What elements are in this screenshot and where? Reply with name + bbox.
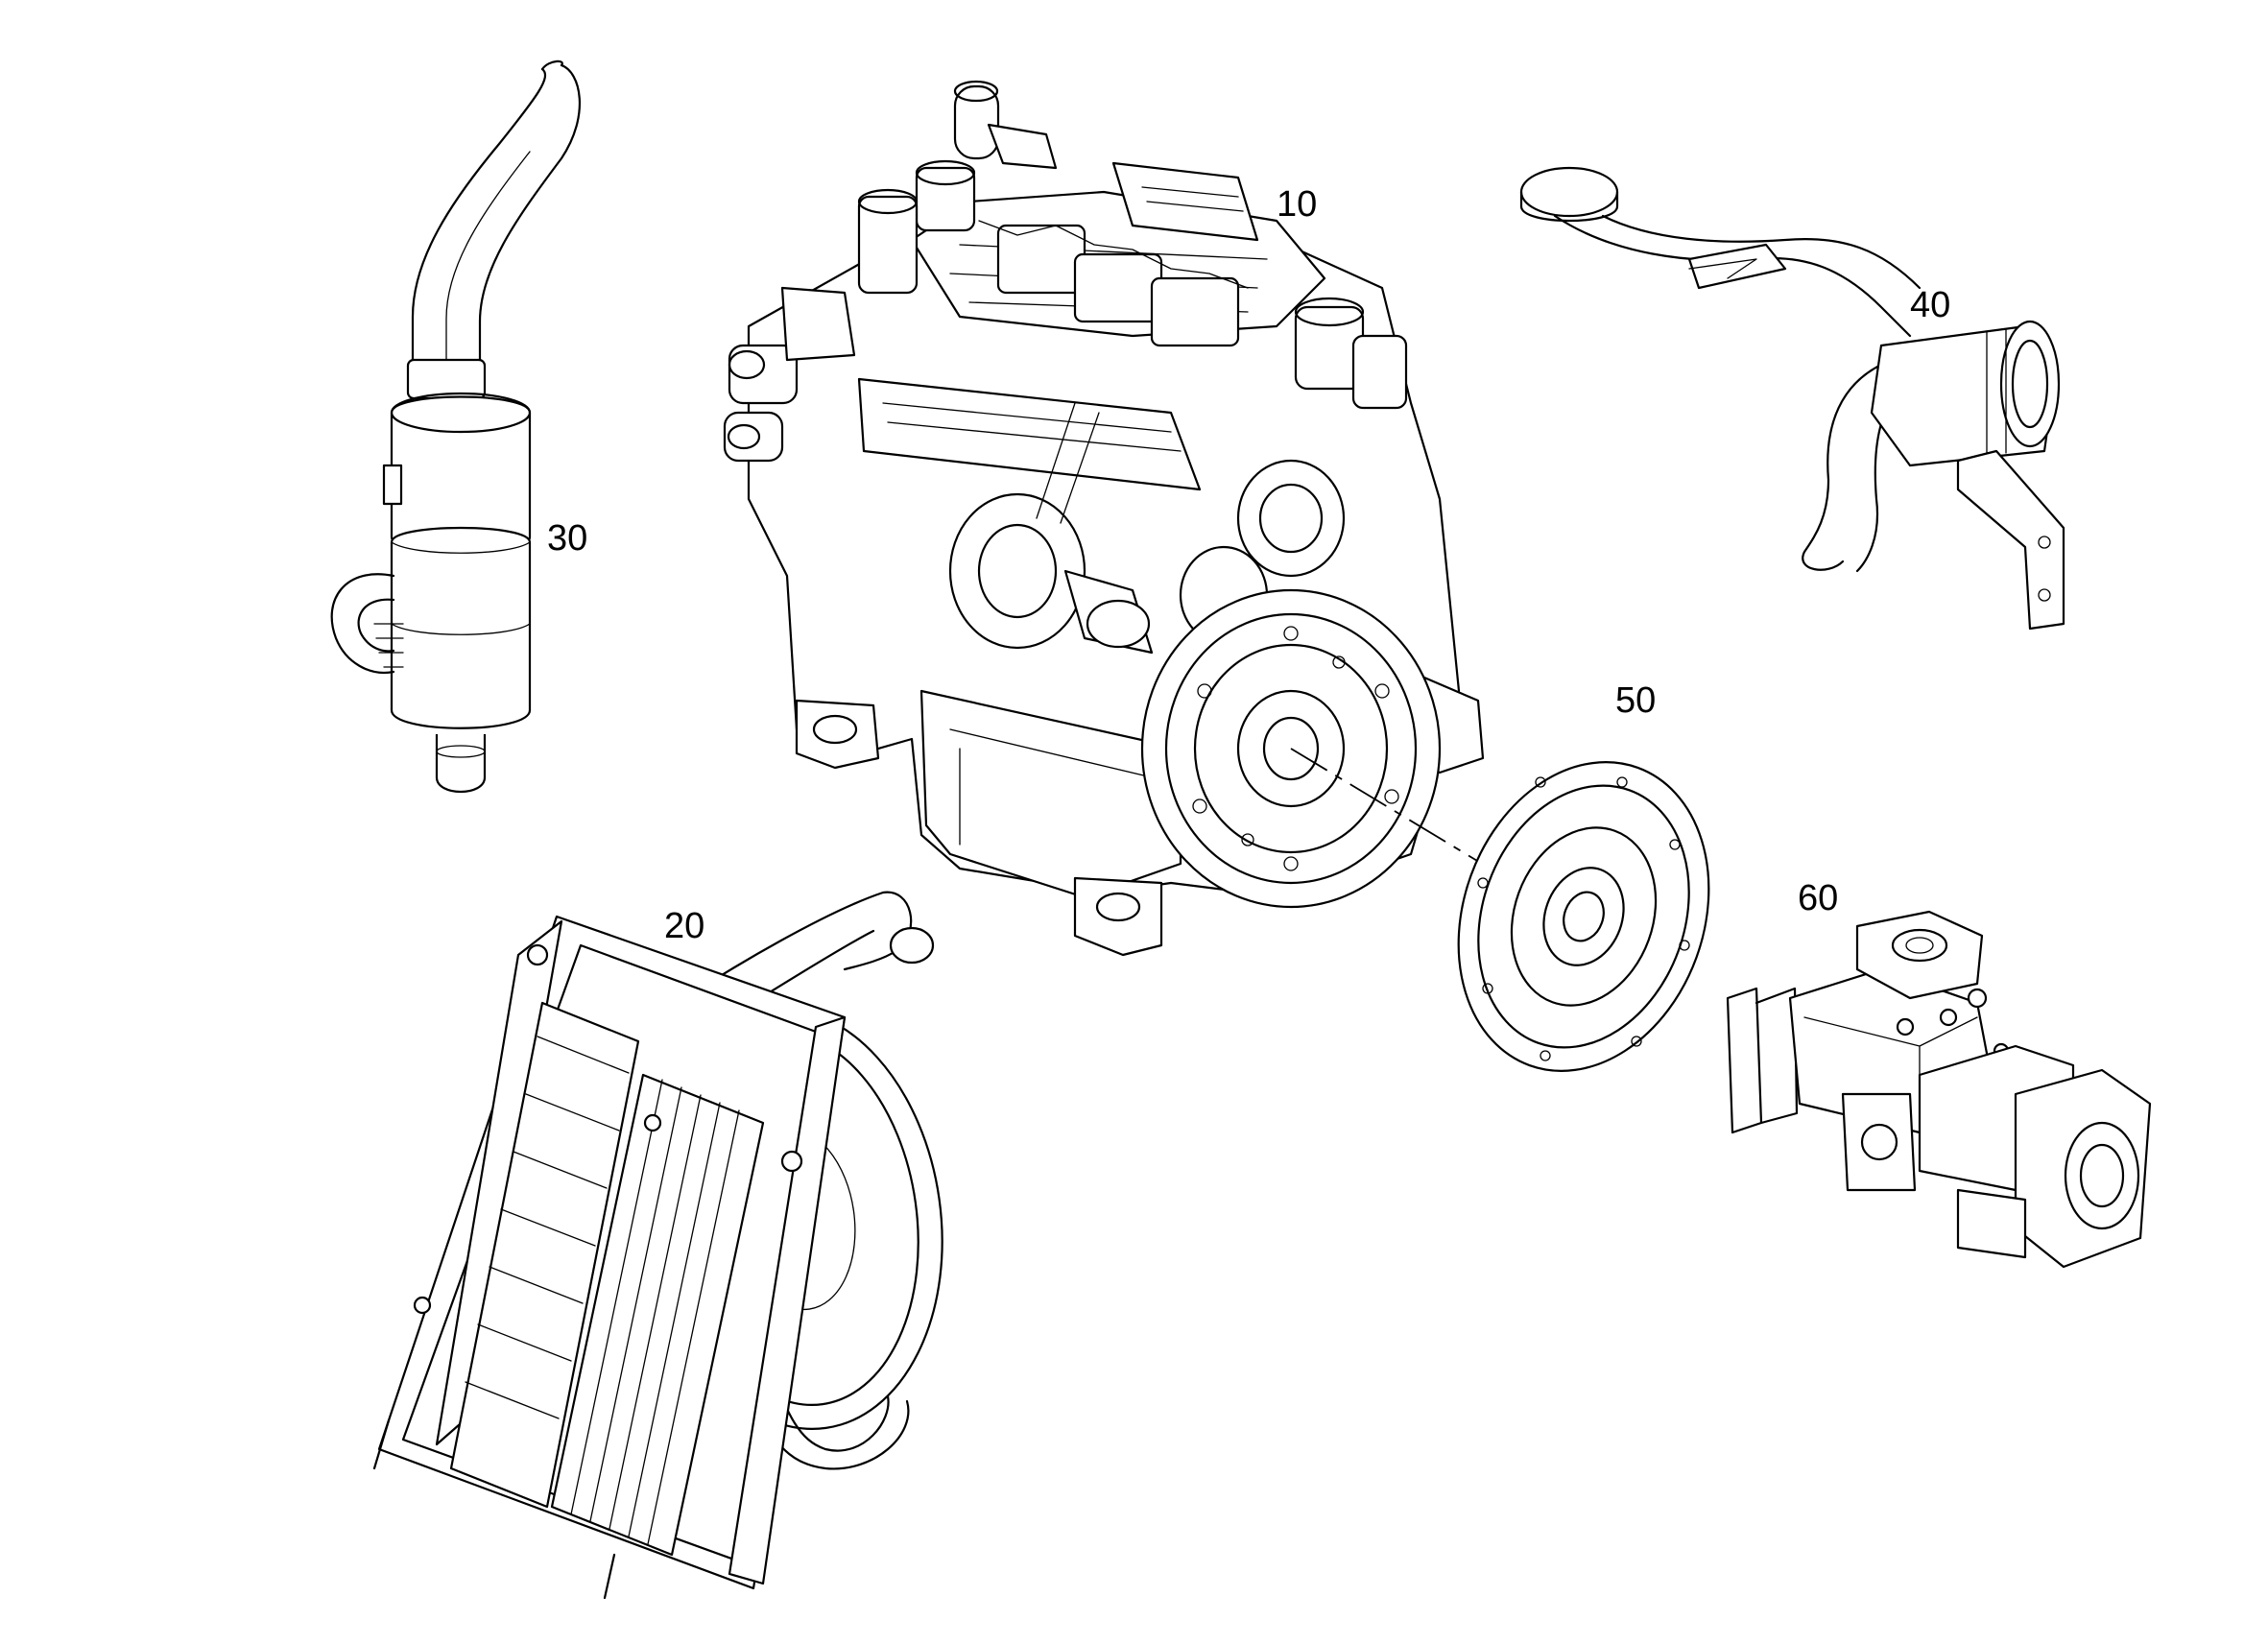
hydraulic-pump-part: 60 [1726, 878, 2152, 1269]
callout-engine: 10 [1277, 184, 1317, 225]
callout-hydraulic-pump: 60 [1798, 878, 1838, 918]
callout-air-intake: 40 [1910, 285, 1950, 325]
radiator-part: 20 [372, 891, 943, 1600]
callout-muffler: 30 [547, 518, 587, 559]
engine-part: 10 [723, 80, 1485, 957]
air-intake-part: 40 [1519, 166, 2065, 631]
callout-flex-plate: 50 [1615, 680, 1656, 721]
callout-radiator: 20 [664, 906, 704, 946]
flex-plate-part: 50 [1457, 680, 1710, 1072]
muffler-part: 30 [330, 60, 587, 794]
